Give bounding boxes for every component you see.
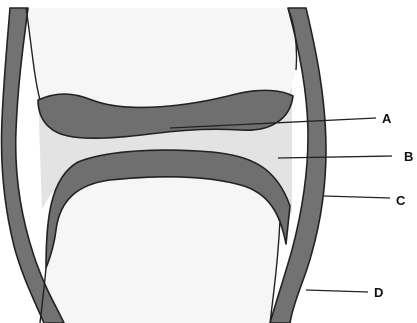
leader-line-b <box>278 156 392 158</box>
label-b: B <box>404 149 413 164</box>
label-c: C <box>396 193 406 208</box>
label-d: D <box>374 285 383 300</box>
label-a: A <box>382 111 392 126</box>
leader-line-d <box>306 290 368 292</box>
leader-line-c <box>324 196 390 198</box>
